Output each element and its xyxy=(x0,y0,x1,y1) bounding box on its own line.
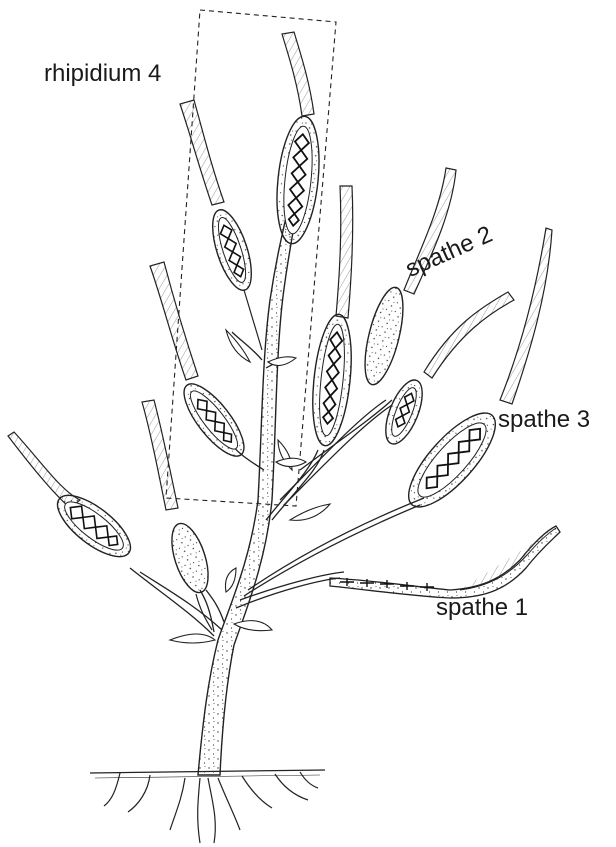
spathe-middle-left xyxy=(150,262,254,465)
spathe-top xyxy=(271,32,324,246)
rhipidium-4-box xyxy=(166,10,336,506)
ground-and-roots xyxy=(90,770,325,843)
spathe-center xyxy=(307,186,357,448)
spathe-upper-left xyxy=(180,100,262,350)
spathe-3-label: spathe 3 xyxy=(498,408,590,432)
spathe-left xyxy=(8,432,140,567)
rhipidium-4-label: rhipidium 4 xyxy=(44,62,161,86)
spathe-1 xyxy=(330,526,560,598)
spathe-1-label: spathe 1 xyxy=(436,596,528,620)
